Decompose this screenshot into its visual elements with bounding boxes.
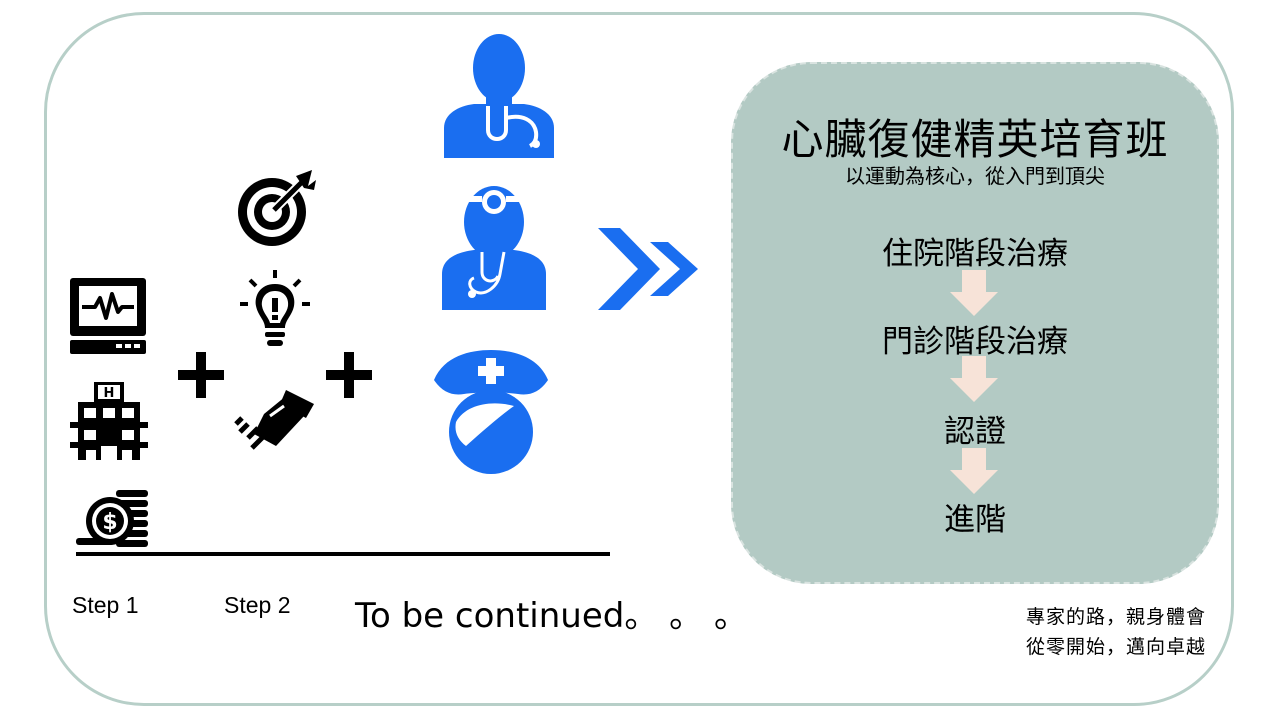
ecg-monitor-icon — [70, 278, 146, 354]
lightbulb-icon — [240, 270, 310, 346]
stage-certification: 認證 — [944, 414, 1006, 450]
target-dart-icon — [238, 170, 316, 246]
down-arrow-icon — [950, 356, 998, 402]
plus-icon — [326, 352, 372, 398]
svg-text:H: H — [104, 386, 115, 401]
program-subtitle: 以運動為核心，從入門到頂尖 — [845, 164, 1105, 188]
physician-headlamp-icon — [442, 186, 546, 310]
stage-inpatient: 住院階段治療 — [882, 236, 1068, 272]
doctor-icon — [444, 34, 554, 158]
timeline-baseline — [76, 552, 610, 556]
slogan-line-1: 專家的路，親身體會 — [1025, 606, 1206, 628]
program-title: 心臟復健精英培育班 — [781, 115, 1169, 164]
handshake-icon — [234, 390, 314, 450]
step2-label: Step 2 — [224, 592, 291, 618]
step1-label: Step 1 — [72, 592, 139, 618]
program-panel — [731, 62, 1219, 584]
down-arrow-icon — [950, 448, 998, 494]
stage-outpatient: 門診階段治療 — [882, 324, 1068, 360]
stage-advanced: 進階 — [944, 502, 1006, 538]
svg-text:$: $ — [102, 510, 117, 535]
hospital-building-icon: H — [70, 382, 148, 462]
outer-frame — [44, 12, 1234, 706]
double-chevron-right-icon — [598, 228, 698, 310]
money-coins-icon: $ — [76, 490, 148, 547]
down-arrow-icon — [950, 270, 998, 316]
plus-icon — [178, 352, 224, 398]
slogan-line-2: 從零開始，邁向卓越 — [1025, 636, 1206, 658]
to-be-continued-text: To be continued。 。 。 — [355, 596, 748, 636]
nurse-icon — [434, 350, 548, 474]
